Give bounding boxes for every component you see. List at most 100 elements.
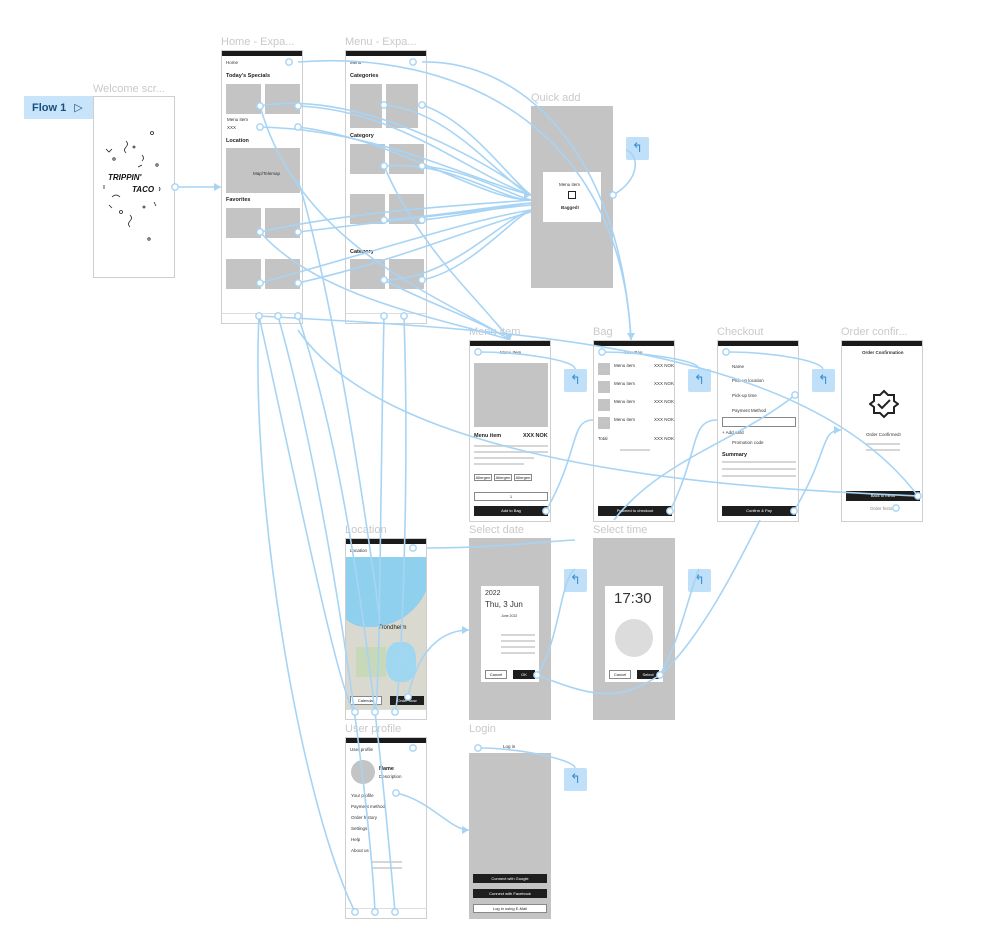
- checkout-row[interactable]: Name: [732, 364, 745, 369]
- profile-menu-item[interactable]: Settings: [351, 826, 368, 831]
- bag-screen: Your Bag Menu item XXX NOK Menu item XXX…: [593, 340, 675, 522]
- menu-card-image[interactable]: [350, 144, 385, 174]
- order-confirm-screen: Order Confirmation Order Confirmed! Back…: [841, 340, 923, 522]
- connector: [421, 165, 532, 201]
- add-to-bag-button[interactable]: Add to Bag: [474, 506, 548, 516]
- menu-category-heading-2: Category: [350, 249, 374, 255]
- connect-google-button[interactable]: Connect with Google: [473, 874, 547, 883]
- connector: [258, 315, 356, 713]
- date-picker-dialog: 2022 Thu, 3 Jun June 2022 Cancel OK: [481, 586, 539, 682]
- back-arrow-icon[interactable]: ↰: [564, 569, 587, 592]
- back-arrow-icon[interactable]: ↰: [688, 369, 711, 392]
- back-arrow-icon[interactable]: ↰: [626, 137, 649, 160]
- frame-title-bag: Bag: [593, 326, 613, 338]
- profile-menu-item[interactable]: Help: [351, 837, 361, 842]
- date-cancel-button[interactable]: Cancel: [485, 670, 507, 679]
- checkout-row[interactable]: Promotion code: [732, 440, 764, 445]
- special-item-name: Menu item: [227, 117, 249, 122]
- connector: [257, 315, 356, 913]
- quick-add-bagged: Bagged!: [561, 205, 579, 210]
- favorite-card-image[interactable]: [226, 259, 261, 289]
- frame-title-home: Home - Expa...: [221, 36, 295, 48]
- home-bottom-nav: [222, 313, 302, 323]
- home-specials-heading: Today's Specials: [226, 73, 271, 79]
- time-cancel-button[interactable]: Cancel: [609, 670, 631, 679]
- profile-menu-item[interactable]: About us: [351, 848, 369, 853]
- category-chip[interactable]: [350, 84, 382, 128]
- map-city-label: Trondheim: [378, 625, 407, 631]
- menu-card-image[interactable]: [389, 144, 424, 174]
- checkout-screen: Name Pick-up location Pick-up time Payme…: [717, 340, 799, 522]
- menu-item-screen: Menu Item Menu item XXX NOK Allergen All…: [469, 340, 551, 522]
- favorite-card-image[interactable]: [265, 259, 300, 289]
- menu-card-image[interactable]: [350, 194, 385, 224]
- location-screen: Location Trondheim Calendar Order Now: [345, 538, 427, 720]
- connector: [421, 104, 532, 196]
- favorite-card-image[interactable]: [226, 208, 261, 238]
- connector: [421, 202, 532, 221]
- back-arrow-icon[interactable]: ↰: [688, 569, 711, 592]
- profile-menu-item[interactable]: Order history: [351, 815, 378, 820]
- frame-title-menu-item: Menu item: [469, 326, 521, 338]
- login-screen: Log in Connect with Google Connect with …: [469, 737, 551, 919]
- back-arrow-icon[interactable]: ↰: [812, 369, 835, 392]
- menu-card-image[interactable]: [389, 259, 424, 289]
- order-history-link[interactable]: Order history: [870, 506, 897, 511]
- bag-item-price: XXX NOK: [654, 381, 675, 386]
- frame-title-quick-add: Quick add: [531, 92, 581, 104]
- order-now-button[interactable]: Order Now: [390, 696, 424, 705]
- connector-arrowhead: [462, 826, 469, 834]
- profile-header: User profile: [350, 747, 374, 752]
- flow-name: Flow 1: [32, 101, 67, 114]
- connect-facebook-button[interactable]: Connect with Facebook: [473, 889, 547, 898]
- frame-title-login: Login: [469, 723, 496, 735]
- time-select-button[interactable]: Select: [637, 670, 659, 679]
- menu-item-image: [474, 363, 548, 427]
- special-card-image[interactable]: [226, 84, 261, 114]
- profile-menu-item[interactable]: Your profile: [351, 793, 374, 798]
- profile-menu-item[interactable]: Payment method: [351, 804, 386, 809]
- menu-categories-heading: Categories: [350, 73, 379, 79]
- menu-header: Menu: [350, 60, 362, 65]
- bag-total-label: Total: [598, 436, 608, 441]
- category-chip[interactable]: [386, 84, 418, 128]
- profile-name: Name: [379, 766, 394, 772]
- connector-arrowhead: [462, 626, 469, 634]
- allergen-tag: Allergen: [474, 474, 492, 481]
- map-label: Map/Telemap: [253, 171, 281, 176]
- quick-add-item: Menu item: [559, 182, 581, 187]
- bag-item-name: Menu item: [614, 417, 636, 422]
- connector: [793, 429, 842, 512]
- quantity-stepper[interactable]: 1: [474, 492, 548, 501]
- flow-start-label[interactable]: Flow 1 ▷: [24, 96, 94, 119]
- login-email-button[interactable]: Log in using E-Mail: [473, 904, 547, 913]
- checkout-row[interactable]: Payment Method: [732, 408, 767, 413]
- payment-card-field[interactable]: [722, 417, 796, 427]
- allergen-tag: Allergen: [494, 474, 512, 481]
- bag-item-name: Menu item: [614, 363, 636, 368]
- favorite-card-image[interactable]: [265, 208, 300, 238]
- back-arrow-icon[interactable]: ↰: [564, 768, 587, 791]
- date-month: June 2022: [501, 614, 518, 618]
- special-card-image[interactable]: [265, 84, 300, 114]
- connector: [258, 315, 919, 497]
- confirm-and-pay-button[interactable]: Confirm & Pay: [722, 506, 796, 516]
- back-to-menu-button[interactable]: Back to menu: [846, 491, 920, 501]
- menu-card-image[interactable]: [389, 194, 424, 224]
- menu-screen: Menu Categories Category Category: [345, 50, 427, 324]
- connector-arrowhead: [524, 190, 531, 199]
- add-card-link[interactable]: + Add card: [722, 430, 744, 435]
- checkout-row[interactable]: Pick-up time: [732, 393, 757, 398]
- clock-dial[interactable]: [615, 619, 653, 657]
- frame-title-user-profile: User profile: [345, 723, 402, 735]
- menu-card-image[interactable]: [350, 259, 385, 289]
- frame-title-order-confirm: Order confir...: [841, 326, 908, 338]
- date-ok-button[interactable]: OK: [513, 670, 535, 679]
- calendar-button[interactable]: Calendar: [350, 696, 382, 705]
- checkout-row[interactable]: Pick-up location: [732, 378, 764, 383]
- proceed-to-checkout-button[interactable]: Proceed to checkout: [598, 506, 672, 516]
- connector-arrowhead: [834, 426, 841, 434]
- location-map[interactable]: Trondheim: [346, 557, 426, 712]
- date-selected: Thu, 3 Jun: [485, 600, 523, 609]
- back-arrow-icon[interactable]: ↰: [564, 369, 587, 392]
